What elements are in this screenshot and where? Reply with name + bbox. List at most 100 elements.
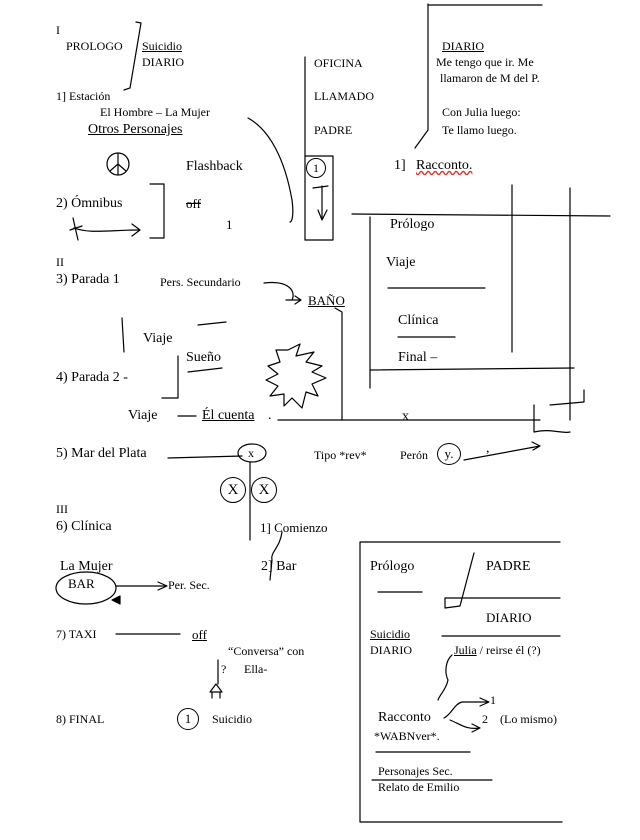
x-mark: x xyxy=(402,409,409,424)
clinica-item: 6) Clínica xyxy=(56,519,112,534)
personajes-sec-text: Personajes Sec. xyxy=(378,764,453,778)
sueno-text: Sueño xyxy=(186,350,221,365)
off-text-two: off xyxy=(192,627,207,642)
circle-one-top-text: 1 xyxy=(313,160,319,175)
me-tengo-line-two: llamaron de M del P. xyxy=(440,71,540,85)
prologo-bracket xyxy=(123,21,142,91)
box-diario-two-text: DIARIO xyxy=(370,643,412,657)
mid-horizontal-line-top xyxy=(351,213,611,217)
suicidio-label: Suicidio xyxy=(142,39,183,53)
el-cuenta-period: . xyxy=(268,408,272,423)
box-reirse-text: / reirse él (?) xyxy=(476,643,541,657)
box-julia-curve xyxy=(437,654,453,701)
racconto-top-text: Racconto. xyxy=(416,158,473,173)
bar-two-text: 2] Bar xyxy=(261,559,297,574)
prologo-heading: PROLOGO xyxy=(66,39,123,53)
bano-vertical-line xyxy=(334,307,343,421)
pers-secundario-text: Pers. Secundario xyxy=(160,275,241,289)
part-three-numeral: III xyxy=(56,502,68,516)
comienzo-text: 1] Comienzo xyxy=(260,520,328,535)
bar-to-per-sec-arrow xyxy=(115,581,168,591)
box-diario-line xyxy=(444,552,475,609)
box-julia-text: Julia xyxy=(454,643,477,657)
small-x-ellipse xyxy=(237,443,267,463)
la-mujer-text: La Mujer xyxy=(60,559,113,574)
big-x-circle-two: X xyxy=(251,477,277,503)
peace-symbol-strokes xyxy=(109,152,127,176)
right-end-bracket xyxy=(533,389,585,434)
peron-text: Perón xyxy=(400,448,428,462)
conversa-text: “Conversa” con xyxy=(228,644,305,658)
part-two-numeral: II xyxy=(56,255,64,269)
viaje-text-two: Viaje xyxy=(128,408,158,423)
viaje-left-stroke xyxy=(121,317,125,353)
final-circle-one: 1 xyxy=(177,708,199,730)
oficina-text: OFICINA xyxy=(314,56,363,70)
big-x-circle-one: X xyxy=(220,477,246,503)
branch-one-text: 1 xyxy=(490,693,496,707)
otros-personajes-text: Otros Personajes xyxy=(88,122,183,137)
parada-two-item: 4) Parada 2 - xyxy=(56,370,128,385)
circle-one-top: 1 xyxy=(306,158,326,178)
per-sec-text: Per. Sec. xyxy=(168,578,210,592)
peron-y-circle: y. xyxy=(437,443,461,465)
parada-one-item: 3) Parada 1 xyxy=(56,272,120,287)
tipo-rev-text: Tipo *rev* xyxy=(314,448,367,462)
julia-line-one: Con Julia luego: xyxy=(442,105,521,119)
box-prologo-text: Prólogo xyxy=(370,559,415,574)
comma-mark: , xyxy=(486,441,490,456)
off-text: off xyxy=(186,196,201,211)
racconto-branch-arrows xyxy=(443,697,490,733)
omnibus-doodle xyxy=(69,217,83,241)
box-diario-text: DIARIO xyxy=(486,610,532,625)
mid-final-text: Final – xyxy=(398,350,438,365)
final-circle-one-text: 1 xyxy=(184,711,192,726)
taxi-item: 7) TAXI xyxy=(56,627,97,641)
box-suicidio-text: Suicidio xyxy=(370,627,411,641)
final-line xyxy=(369,367,575,371)
sueno-bracket xyxy=(161,355,179,399)
padre-text: PADRE xyxy=(314,123,353,137)
final-item: 8) FINAL xyxy=(56,712,105,726)
lo-mismo-text: (Lo mismo) xyxy=(500,712,557,726)
diario-top-text: DIARIO xyxy=(442,39,484,53)
box-padre-text: PADRE xyxy=(486,559,531,574)
omnibus-arrow xyxy=(73,223,141,237)
estacion-item: 1] Estación xyxy=(56,89,111,103)
comienzo-bracket xyxy=(269,531,283,581)
diario-vertical-line xyxy=(414,3,429,149)
wabnver-text: *WABNver*. xyxy=(374,729,440,743)
llamado-text: LLAMADO xyxy=(314,89,374,103)
bano-arrow xyxy=(263,281,302,305)
julia-line-two: Te llamo luego. xyxy=(442,123,517,137)
diario-label: DIARIO xyxy=(142,55,184,69)
mar-del-plata-line xyxy=(167,455,243,459)
hombre-mujer-text: El Hombre – La Mujer xyxy=(100,105,210,119)
mid-viaje-text: Viaje xyxy=(386,255,416,270)
racconto-number: 1] xyxy=(394,158,406,173)
right-box-frame xyxy=(359,541,563,823)
omnibus-item: 2) Ómnibus xyxy=(56,196,123,211)
viaje-text-one: Viaje xyxy=(143,331,173,346)
part-one-numeral: I xyxy=(56,23,60,37)
small-left-arrow xyxy=(111,595,121,605)
question-mark: ? xyxy=(221,662,227,676)
relato-emilio-text: Relato de Emilio xyxy=(378,780,460,794)
me-tengo-line-one: Me tengo que ir. Me xyxy=(436,55,534,69)
peron-arrow xyxy=(463,441,541,461)
mid-clinica-text: Clínica xyxy=(398,313,439,328)
peron-y-text: y. xyxy=(444,446,454,461)
circle-one-box xyxy=(304,155,334,241)
mar-del-plata-item: 5) Mar del Plata xyxy=(56,446,147,461)
box-julia-reirse-line: Julia / reirse él (?) xyxy=(454,644,541,656)
branch-two-text: 2 xyxy=(482,712,488,726)
box-racconto-text: Racconto xyxy=(378,710,431,725)
viaje-top-stroke xyxy=(197,321,227,326)
flashback-text: Flashback xyxy=(186,159,243,174)
suicidio-final-text: Suicidio xyxy=(212,712,253,726)
ella-text: Ella- xyxy=(244,662,268,676)
bar-oval-text: BAR xyxy=(68,576,95,591)
big-x-one: X xyxy=(227,481,239,498)
